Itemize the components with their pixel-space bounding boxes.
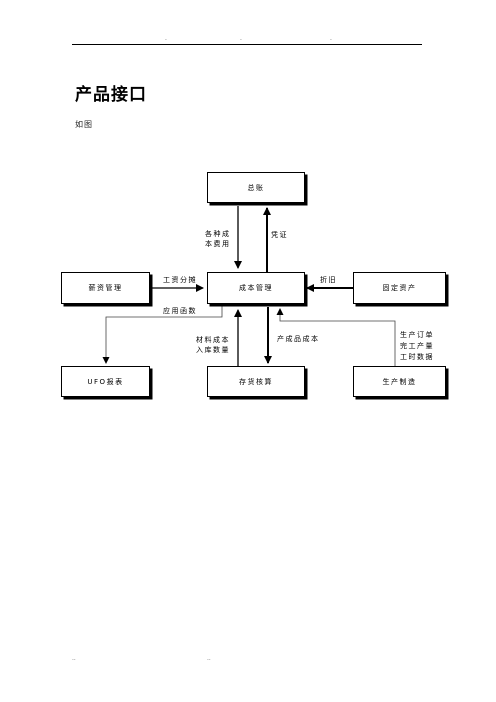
header-dot: . <box>330 35 332 42</box>
edge-label-production-line3: 工时数据 <box>400 353 434 361</box>
edge-label-inventory-line2: 入库数量 <box>196 346 230 354</box>
section-title: 产品接口 <box>75 85 147 105</box>
node-production: 生产制造 <box>353 366 446 397</box>
node-general-ledger: 总账 <box>207 172 305 203</box>
edge-label-voucher: 凭证 <box>271 231 288 239</box>
edge-label-payroll-allocation: 工资分摊 <box>163 276 197 284</box>
header-dot: . <box>165 35 167 42</box>
node-cost-management: 成本管理 <box>207 272 305 304</box>
edge-production-to-cost <box>276 308 396 366</box>
edge-label-depreciation: 折旧 <box>320 276 337 284</box>
footer-mark: .. <box>72 655 76 662</box>
node-payroll: 薪资管理 <box>61 272 150 304</box>
node-inventory: 存货核算 <box>207 366 305 397</box>
header-dot: . <box>240 35 242 42</box>
edge-label-finished-goods: 产成品成本 <box>277 335 320 343</box>
node-ufo-report: UFO报表 <box>61 366 150 397</box>
node-fixed-assets: 固定资产 <box>353 272 446 304</box>
header-rule <box>72 44 422 45</box>
edge-label-costs-line2: 本费用 <box>205 240 231 248</box>
edge-label-production-line2: 完工产量 <box>400 342 434 350</box>
figure-caption: 如图 <box>75 120 93 129</box>
edge-label-inventory-line1: 材料成本 <box>196 336 230 344</box>
edge-label-costs-line1: 各种成 <box>205 230 231 238</box>
footer-mark: .. <box>207 655 211 662</box>
edge-label-functions: 应用函数 <box>163 307 197 315</box>
edge-cost-to-report <box>102 306 223 364</box>
edge-label-production-line1: 生产订单 <box>400 331 434 339</box>
